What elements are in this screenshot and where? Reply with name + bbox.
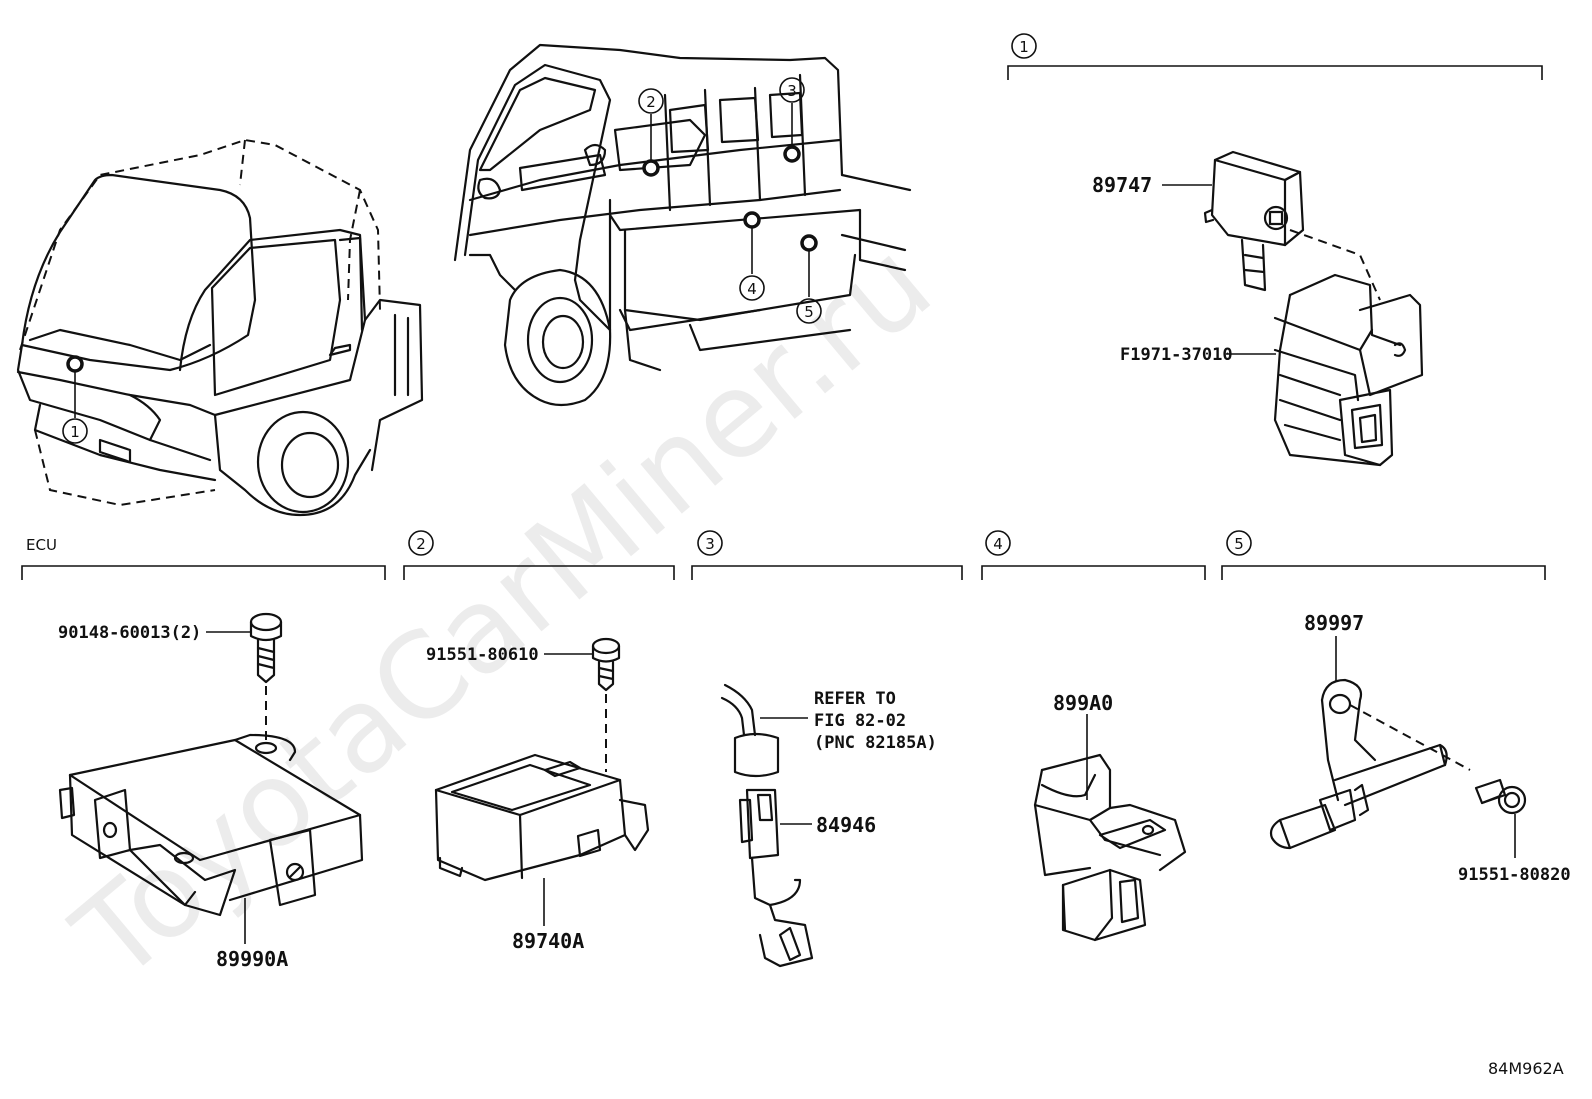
section-5-header: 5: [1221, 530, 1546, 580]
truck-front-illustration: [16, 138, 424, 517]
bracket-899a0-illustration: [1033, 753, 1187, 942]
figure-reference: 84M962A: [1488, 1059, 1564, 1078]
part-label-89990a: 89990A: [216, 947, 288, 971]
part-label-91551-80820: 91551-80820: [1458, 865, 1571, 885]
part-label-89997: 89997: [1304, 611, 1364, 635]
truck-side-illustration: [453, 43, 912, 407]
section-2-header: 2: [403, 530, 675, 580]
svg-text:3: 3: [705, 535, 715, 553]
section-3-header: 3: [691, 530, 963, 580]
section-ecu-header: ECU: [21, 536, 386, 580]
part-label-f1971-37010: F1971-37010: [1120, 345, 1233, 365]
refer-note-line-3: (PNC 82185A): [814, 733, 937, 753]
callout-label-3-truck: 3: [779, 77, 805, 103]
sensor-89747-illustration: [1203, 150, 1381, 301]
refer-note-line-1: REFER TO: [814, 689, 896, 709]
callout-label-1-truck: 1: [62, 418, 88, 444]
svg-text:4: 4: [993, 535, 1003, 553]
svg-text:5: 5: [1234, 535, 1244, 553]
part-label-84946: 84946: [816, 813, 876, 837]
section-1-header: 1: [1007, 33, 1543, 80]
svg-text:5: 5: [804, 303, 814, 321]
part-label-89747: 89747: [1092, 173, 1152, 197]
svg-text:ECU: ECU: [26, 536, 57, 554]
svg-text:3: 3: [787, 82, 797, 100]
bolt-91551-80820-illustration: [1474, 778, 1527, 815]
bolt-91551-80610-illustration: [591, 637, 621, 772]
svg-text:1: 1: [70, 423, 80, 441]
connector-84946-illustration: [720, 683, 814, 968]
truck-callouts: [66, 103, 818, 418]
refer-note-line-2: FIG 82-02: [814, 711, 906, 731]
svg-text:1: 1: [1019, 38, 1029, 56]
ecu-89990a-illustration: [58, 733, 364, 917]
part-label-899a0: 899A0: [1053, 691, 1113, 715]
sensor-89997-illustration: [1269, 678, 1471, 850]
bracket-f1971-illustration: [1273, 273, 1424, 467]
svg-text:2: 2: [646, 93, 656, 111]
callout-label-4-truck: 4: [739, 275, 765, 301]
callout-label-2-truck: 2: [638, 88, 664, 114]
svg-text:4: 4: [747, 280, 757, 298]
callout-label-5-truck: 5: [796, 298, 822, 324]
part-label-91551-80610: 91551-80610: [426, 645, 539, 665]
svg-text:2: 2: [416, 535, 426, 553]
part-label-89740a: 89740A: [512, 929, 584, 953]
section-4-header: 4: [981, 530, 1206, 580]
part-label-90148-60013: 90148-60013(2): [58, 623, 201, 643]
module-89740a-illustration: [434, 753, 650, 882]
